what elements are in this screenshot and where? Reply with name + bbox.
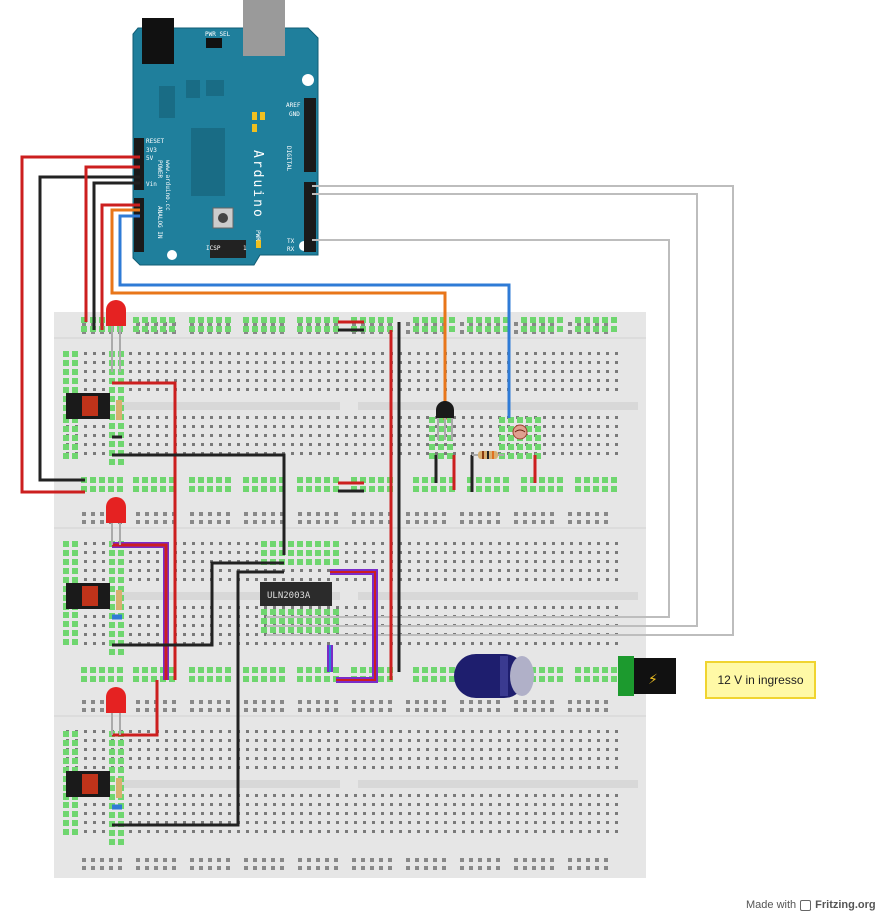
- power-label: POWER: [156, 160, 163, 178]
- wire-red-5v: [20, 155, 140, 494]
- wire-grey-d6: [266, 193, 698, 627]
- icsp-pin-one: 1: [243, 245, 247, 252]
- fritzing-logo-icon: [800, 899, 812, 911]
- led-icon: [106, 497, 126, 545]
- svg-text:⚡: ⚡: [648, 672, 658, 688]
- relay-icon: [66, 583, 122, 610]
- pwr-sel-label: PWR SEL: [205, 31, 231, 38]
- breadboards: [54, 312, 646, 878]
- gnd-label: GND: [289, 111, 300, 118]
- credit-brand[interactable]: Fritzing.org: [815, 899, 876, 911]
- wire-grey-d7: [266, 185, 734, 636]
- wires: [20, 155, 734, 827]
- relay-icon: [66, 771, 122, 798]
- tx-label: TX: [287, 238, 295, 245]
- credit-prefix: Made with: [746, 899, 797, 911]
- ic-label: ULN2003A: [267, 591, 311, 601]
- pwr-led-label: PWR: [254, 230, 261, 241]
- relays: [66, 393, 122, 798]
- wire-blue-a2: [118, 214, 511, 418]
- reset-label: RESET: [146, 138, 164, 145]
- www-label: www.arduino.cc: [164, 160, 171, 211]
- arduino-logo: Arduino: [250, 150, 265, 219]
- digital-label: DIGITAL: [285, 146, 292, 172]
- ic-chip-icon: ULN2003A: [260, 582, 332, 606]
- v33-label: 3V3: [146, 147, 157, 154]
- arduino-board: Arduino PWR SEL AREF GND DIGITAL RESET 3…: [132, 0, 319, 266]
- photoresistor-icon: [512, 424, 528, 440]
- dc-jack-icon: ⚡: [618, 656, 676, 696]
- wire-black-gnd: [38, 175, 140, 482]
- led-icon: [106, 687, 126, 735]
- wire-red-a0: [100, 203, 140, 330]
- capacitor-icon: [454, 654, 534, 698]
- transistor-icon: [436, 401, 454, 440]
- relay-icon: [66, 393, 122, 420]
- arduino-pcb: [132, 27, 319, 266]
- analog-in-label: ANALOG IN: [156, 206, 163, 239]
- icsp-label: ICSP: [206, 245, 221, 252]
- led-icon: [106, 300, 126, 372]
- wire-grey-d1: [266, 239, 670, 618]
- wire-orange-a1: [110, 208, 447, 420]
- rx-label: RX: [287, 246, 295, 253]
- input-voltage-note: 12 V in ingresso: [705, 661, 816, 699]
- v5-label: 5V: [146, 155, 154, 162]
- wire-black-gnd2: [92, 181, 140, 330]
- power-jack-icon: [142, 18, 174, 64]
- leds: [106, 300, 126, 735]
- usb-port-icon: [243, 0, 285, 56]
- resistor-icon: [472, 451, 504, 459]
- wire-red-vin: [84, 165, 140, 322]
- fritzing-credit: Made with Fritzing.org: [746, 899, 876, 911]
- vin-label: Vin: [146, 181, 157, 188]
- aref-label: AREF: [286, 102, 301, 109]
